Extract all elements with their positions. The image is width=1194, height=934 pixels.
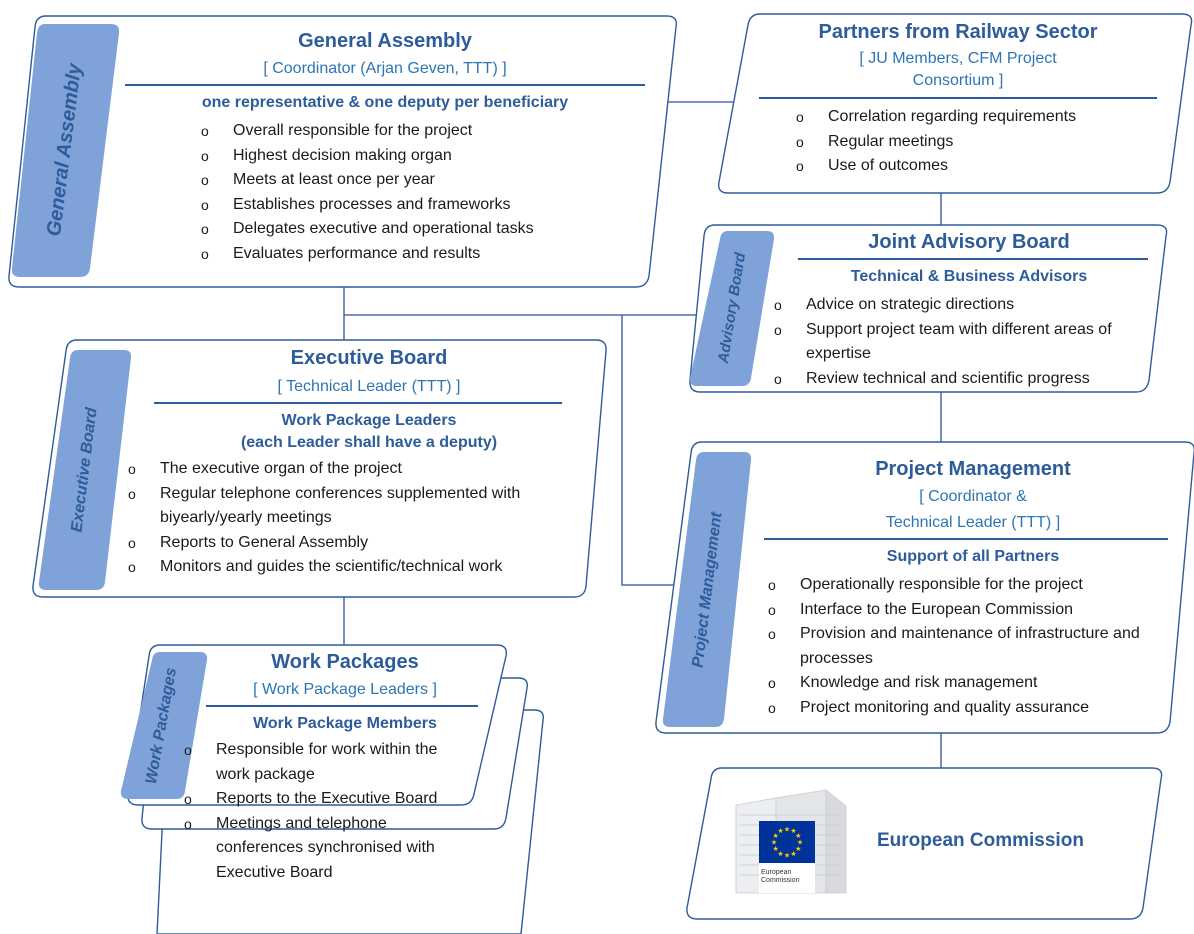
project-management-divider bbox=[764, 538, 1168, 540]
list-item: Review technical and scientific progress bbox=[774, 367, 1144, 392]
list-item: Overall responsible for the project bbox=[201, 119, 645, 144]
project-management-list: Operationally responsible for the projec… bbox=[768, 573, 1168, 720]
project-management-tab bbox=[662, 452, 752, 727]
eu-stars-icon: ★★★★★★★★★★★★ bbox=[771, 826, 803, 860]
partners-content: Partners from Railway Sector [ JU Member… bbox=[758, 21, 1158, 179]
general-assembly-coordinator: [ Coordinator (Arjan Geven, TTT) ] bbox=[263, 60, 507, 77]
ec-logo-caption-1: European bbox=[761, 869, 792, 876]
general-assembly-list: Overall responsible for the project High… bbox=[201, 119, 645, 266]
general-assembly-divider bbox=[125, 84, 645, 86]
eu-star-icon: ★ bbox=[773, 845, 779, 853]
connector-to-pm bbox=[621, 315, 680, 586]
executive-board-content: Executive Board [ Technical Leader (TTT)… bbox=[128, 347, 598, 580]
eu-star-icon: ★ bbox=[777, 827, 783, 835]
eu-flag bbox=[759, 821, 815, 863]
partners-bracket-line1: [ JU Members, CFM Project bbox=[859, 50, 1057, 67]
eu-star-icon: ★ bbox=[797, 839, 803, 847]
work-packages-list: Responsible for work within the work pac… bbox=[184, 738, 474, 885]
general-assembly-content: General Assembly [ Coordinator (Arjan Ge… bbox=[125, 30, 645, 266]
advisory-board-list: Advice on strategic directions Support p… bbox=[774, 293, 1144, 391]
list-item: Monitors and guides the scientific/techn… bbox=[128, 555, 572, 580]
work-packages-subhead: Work Package Members bbox=[253, 715, 437, 732]
list-item: Knowledge and risk management bbox=[768, 671, 1168, 696]
project-management-bracket-line1: [ Coordinator & bbox=[919, 488, 1027, 505]
advisory-board-subhead: Technical & Business Advisors bbox=[850, 268, 1088, 285]
advisory-board-divider bbox=[798, 258, 1148, 260]
list-item: Operationally responsible for the projec… bbox=[768, 573, 1168, 598]
list-item: Meets at least once per year bbox=[201, 168, 645, 193]
executive-board-leader: [ Technical Leader (TTT) ] bbox=[277, 378, 461, 395]
eu-star-icon: ★ bbox=[771, 839, 777, 847]
list-item: Meetings and telephone conferences synch… bbox=[184, 812, 474, 886]
project-management-bracket-line2: Technical Leader (TTT) ] bbox=[885, 514, 1061, 531]
partners-list: Correlation regarding requirements Regul… bbox=[796, 105, 1158, 179]
work-packages-divider bbox=[206, 705, 478, 707]
project-management-subhead: Support of all Partners bbox=[886, 548, 1060, 565]
project-management-content: Project Management [ Coordinator & Techn… bbox=[764, 458, 1178, 720]
list-item: Correlation regarding requirements bbox=[796, 105, 1158, 130]
executive-board-list: The executive organ of the project Regul… bbox=[128, 457, 572, 580]
list-item: Interface to the European Commission bbox=[768, 598, 1168, 623]
executive-board-subhead-2: (each Leader shall have a deputy) bbox=[240, 434, 498, 451]
advisory-board-tab bbox=[689, 231, 775, 386]
list-item: Evaluates performance and results bbox=[201, 242, 645, 267]
list-item: The executive organ of the project bbox=[128, 457, 572, 482]
executive-board-tab bbox=[38, 350, 132, 590]
ec-logo-caption-2: Commission bbox=[761, 877, 800, 884]
list-item: Reports to the Executive Board bbox=[184, 787, 474, 812]
list-item: Support project team with different area… bbox=[774, 318, 1144, 367]
eu-star-icon: ★ bbox=[795, 832, 801, 840]
list-item: Provision and maintenance of infrastruct… bbox=[768, 622, 1168, 671]
eu-star-icon: ★ bbox=[790, 827, 796, 835]
executive-board-title: Executive Board bbox=[290, 347, 448, 369]
list-item: Use of outcomes bbox=[796, 154, 1158, 179]
list-item: Responsible for work within the work pac… bbox=[184, 738, 474, 787]
list-item: Project monitoring and quality assurance bbox=[768, 696, 1168, 721]
eu-star-icon: ★ bbox=[784, 826, 790, 834]
connector-lines bbox=[343, 101, 942, 768]
work-packages-title: Work Packages bbox=[271, 651, 419, 673]
list-item: Regular telephone conferences supplement… bbox=[128, 482, 572, 531]
partners-title: Partners from Railway Sector bbox=[818, 21, 1098, 43]
general-assembly-subhead: one representative & one deputy per bene… bbox=[201, 94, 569, 111]
european-commission-name: European Commission bbox=[877, 830, 1084, 851]
advisory-board-content: Joint Advisory Board Technical & Busines… bbox=[774, 231, 1154, 391]
work-packages-content: Work Packages [ Work Package Leaders ] W… bbox=[184, 651, 490, 885]
general-assembly-tab bbox=[11, 24, 120, 277]
list-item: Advice on strategic directions bbox=[774, 293, 1144, 318]
eu-star-icon: ★ bbox=[795, 845, 801, 853]
eu-star-icon: ★ bbox=[790, 850, 796, 858]
list-item: Regular meetings bbox=[796, 130, 1158, 155]
eu-star-icon: ★ bbox=[777, 850, 783, 858]
list-item: Highest decision making organ bbox=[201, 144, 645, 169]
executive-board-divider bbox=[154, 402, 562, 404]
project-management-title: Project Management bbox=[875, 458, 1071, 480]
list-item: Reports to General Assembly bbox=[128, 531, 572, 556]
executive-board-subhead-1: Work Package Leaders bbox=[281, 412, 457, 429]
partners-bracket-line2: Consortium ] bbox=[912, 72, 1004, 89]
european-commission-logo: ★★★★★★★★★★★★ bbox=[735, 789, 847, 894]
list-item: Delegates executive and operational task… bbox=[201, 217, 645, 242]
advisory-board-title: Joint Advisory Board bbox=[868, 231, 1070, 253]
general-assembly-title: General Assembly bbox=[298, 30, 472, 52]
partners-divider bbox=[759, 97, 1157, 99]
list-item: Establishes processes and frameworks bbox=[201, 193, 645, 218]
eu-star-icon: ★ bbox=[773, 832, 779, 840]
work-packages-leaders: [ Work Package Leaders ] bbox=[253, 681, 437, 698]
eu-star-icon: ★ bbox=[784, 852, 790, 860]
